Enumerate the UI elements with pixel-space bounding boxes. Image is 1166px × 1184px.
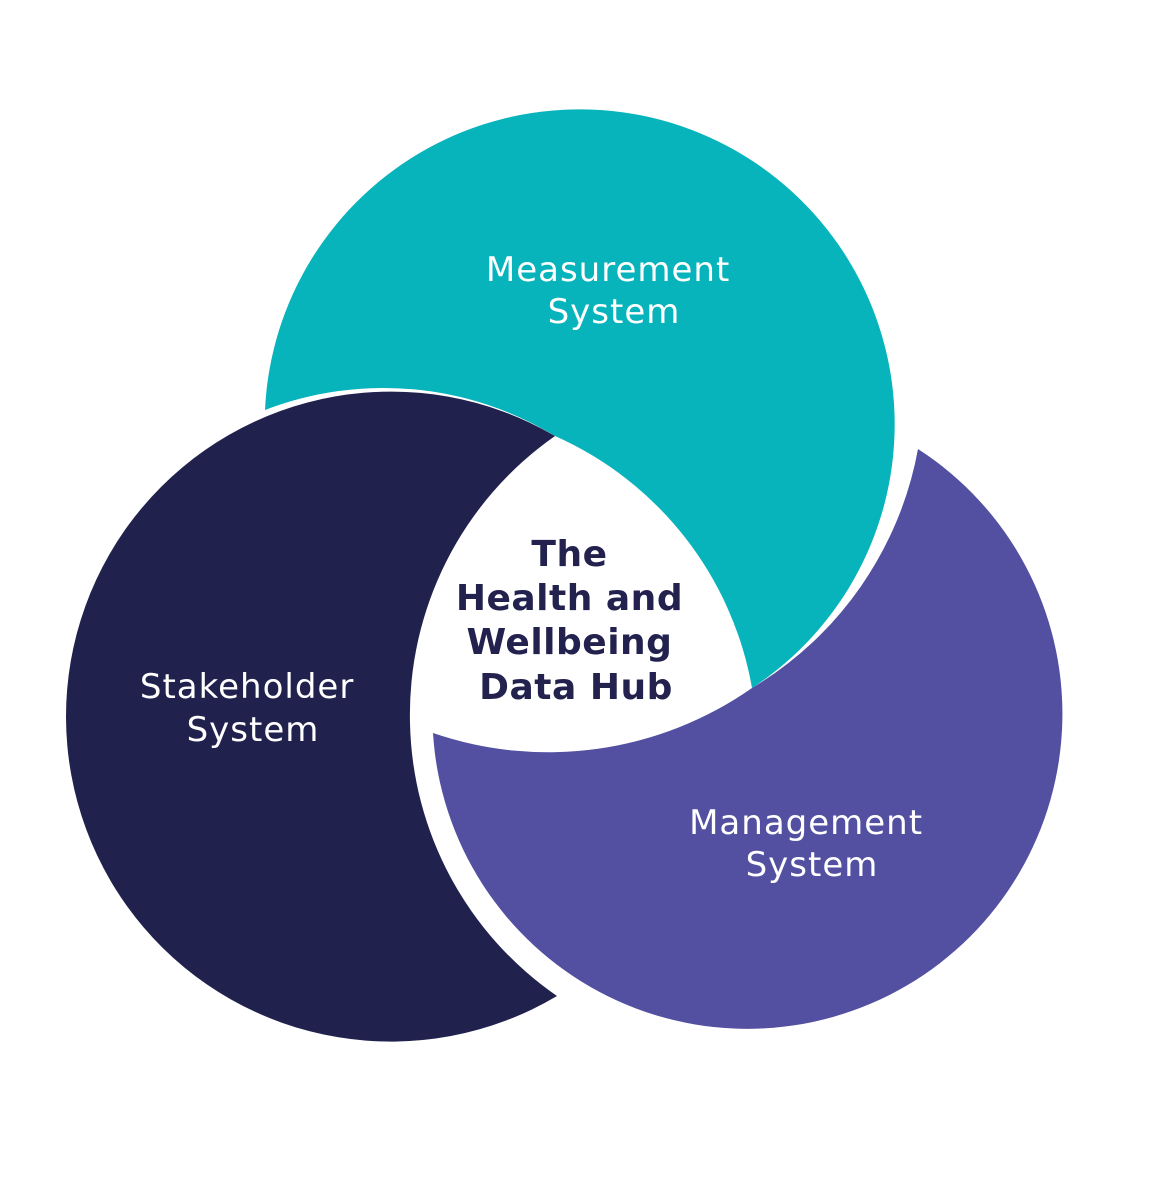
hub-title-line1: The bbox=[531, 534, 607, 575]
management-label-line2: System bbox=[746, 845, 879, 885]
stakeholder-label: Stakeholder System bbox=[140, 667, 366, 750]
stakeholder-circle bbox=[66, 391, 558, 1042]
measurement-label-line2: System bbox=[548, 292, 681, 332]
measurement-label: Measurement System bbox=[486, 250, 742, 332]
management-label-line1: Management bbox=[689, 803, 923, 843]
measurement-circle bbox=[265, 109, 895, 688]
hub-title: The Health and Wellbeing Data Hub bbox=[456, 534, 696, 708]
management-label: Management System bbox=[689, 803, 935, 885]
hub-title-line2: Health and bbox=[456, 578, 683, 619]
measurement-label-line1: Measurement bbox=[486, 250, 730, 290]
hub-title-line3: Wellbeing bbox=[467, 622, 673, 663]
stakeholder-label-line2: System bbox=[187, 710, 320, 750]
management-circle bbox=[433, 449, 1063, 1029]
hub-title-line4: Data Hub bbox=[479, 667, 673, 708]
stakeholder-label-line1: Stakeholder bbox=[140, 667, 354, 707]
